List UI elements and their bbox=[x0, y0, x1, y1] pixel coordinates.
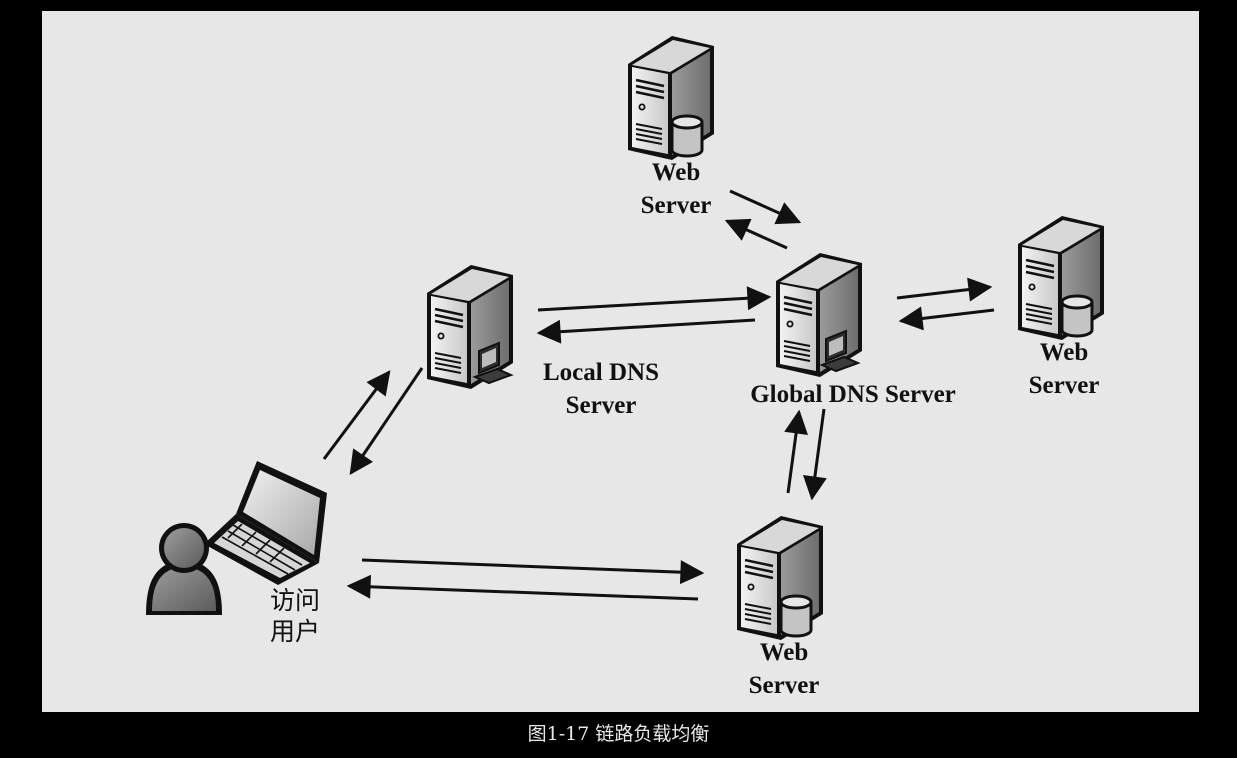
arrow-global-dns-to-local-dns bbox=[536, 318, 756, 344]
arrow-global-dns-to-web-right bbox=[896, 277, 993, 302]
arrow-local-dns-to-user bbox=[349, 367, 424, 475]
arrow-user-to-local-dns bbox=[322, 370, 391, 460]
web-server-bottom-label: Web Server bbox=[748, 639, 820, 699]
dns-server-icon bbox=[774, 251, 864, 379]
web-server-icon bbox=[626, 34, 716, 162]
arrow-web-bottom-to-global-dns bbox=[784, 409, 808, 494]
dns-server-icon bbox=[425, 263, 515, 391]
local-dns-server-label: Local DNS Server bbox=[543, 359, 659, 419]
diagram-panel: Web Server Local DNS Server Global DNS S… bbox=[42, 11, 1199, 712]
arrow-web-bottom-to-user bbox=[346, 574, 699, 601]
web-server-icon bbox=[1016, 214, 1106, 342]
global-dns-server-label: Global DNS Server bbox=[750, 381, 956, 408]
arrow-web-top-to-global-dns bbox=[729, 189, 802, 225]
web-server-top-label: Web Server bbox=[640, 159, 712, 219]
arrow-global-dns-to-web-bottom bbox=[802, 408, 827, 501]
figure-caption: 图1-17 链路负载均衡 bbox=[527, 723, 710, 745]
arrow-local-dns-to-global-dns bbox=[537, 286, 772, 312]
web-server-icon bbox=[735, 514, 825, 642]
laptop-icon bbox=[204, 461, 327, 585]
user-person-icon bbox=[146, 523, 222, 615]
web-server-right-label: Web Server bbox=[1028, 339, 1100, 399]
diagram-canvas bbox=[146, 34, 1106, 642]
arrow-web-right-to-global-dns bbox=[898, 306, 995, 331]
user-label: 访问 用户 bbox=[269, 586, 320, 646]
arrow-global-dns-to-web-top bbox=[724, 218, 788, 250]
arrow-user-to-web-bottom bbox=[361, 558, 705, 585]
